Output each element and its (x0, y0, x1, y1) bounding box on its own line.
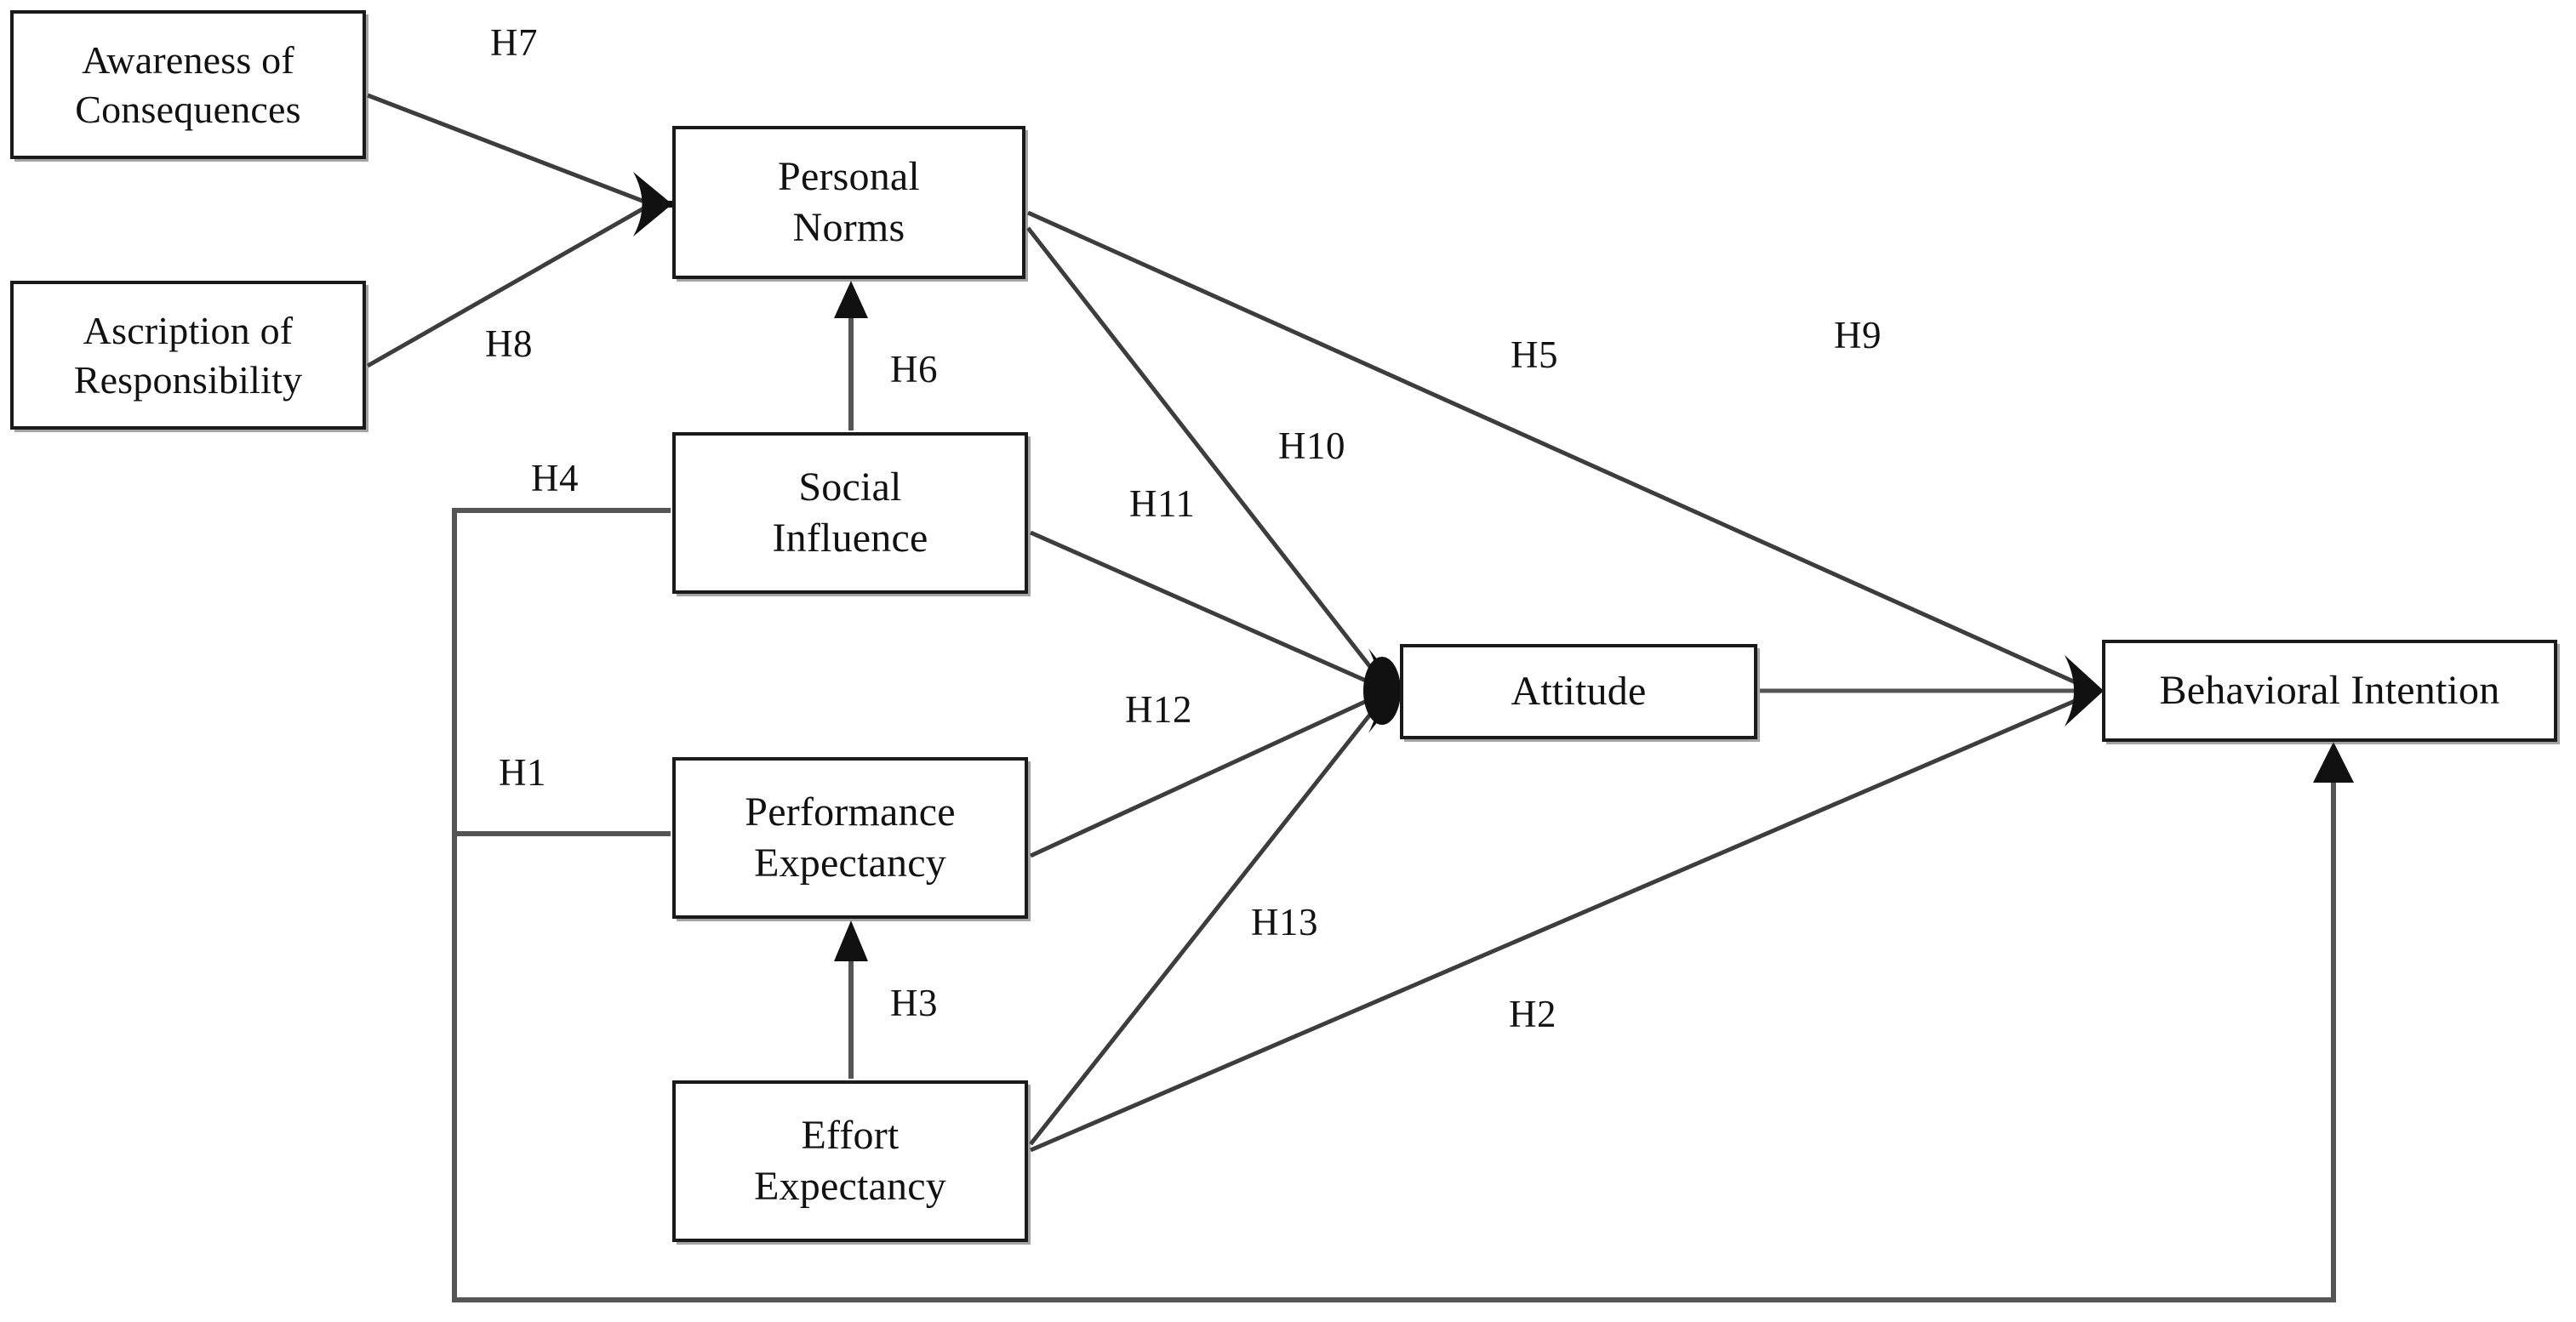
node-label-ascription-of-responsibility: Ascription of Responsibility (67, 306, 310, 403)
node-ascription-of-responsibility[interactable]: Ascription of Responsibility (10, 281, 366, 430)
hypothesis-label-h5: H5 (1511, 333, 1558, 376)
node-label-line2: Expectancy (754, 840, 946, 886)
node-label-line1: Performance (745, 789, 956, 835)
node-label-awareness-of-consequences: Awareness of Consequences (68, 36, 308, 133)
edge-h5 (1026, 210, 2088, 690)
edge-h8 (366, 202, 653, 368)
node-label-line1: Effort (801, 1113, 900, 1159)
hypothesis-label-h12: H12 (1125, 688, 1192, 731)
hypothesis-label-h11: H11 (1129, 482, 1196, 525)
arrowhead-attitude-blob (1363, 657, 1401, 725)
arrowhead-behavioral-intention (2065, 655, 2104, 727)
node-label-line2: Norms (792, 205, 905, 250)
edge-h3-group (834, 920, 868, 1079)
edge-h11 (1029, 530, 1391, 693)
edge-h13 (1029, 689, 1391, 1146)
hypothesis-label-h4: H4 (531, 457, 579, 499)
hypothesis-label-h10: H10 (1278, 425, 1345, 467)
node-social-influence[interactable]: Social Influence (672, 432, 1028, 594)
node-label-line2: Consequences (75, 87, 301, 131)
node-effort-expectancy[interactable]: Effort Expectancy (672, 1080, 1028, 1242)
node-personal-norms[interactable]: Personal Norms (672, 126, 1025, 279)
edge-h7 (367, 93, 652, 207)
node-label-social-influence: Social Influence (765, 462, 934, 563)
edge-h6-group (834, 281, 868, 430)
node-label-attitude: Attitude (1511, 669, 1647, 715)
node-label-personal-norms: Personal Norms (771, 151, 927, 253)
hypothesis-label-h13: H13 (1251, 901, 1318, 943)
arrowhead-group-behavioral-intention (1026, 210, 2104, 1153)
node-label-effort-expectancy: Effort Expectancy (747, 1110, 953, 1211)
hypothesis-label-h3: H3 (890, 982, 938, 1024)
arrowhead-h6 (834, 281, 868, 318)
node-label-line1: Awareness of (82, 38, 294, 83)
node-behavioral-intention[interactable]: Behavioral Intention (2102, 640, 2557, 742)
node-awareness-of-consequences[interactable]: Awareness of Consequences (10, 10, 366, 159)
arrowhead-group-personal-norms (366, 93, 674, 368)
node-label-line1: Personal (778, 154, 920, 200)
node-label-line2: Expectancy (754, 1164, 946, 1209)
hypothesis-label-h6: H6 (890, 348, 938, 390)
hypothesis-label-h9: H9 (1834, 314, 1882, 356)
arrowhead-h3 (834, 920, 868, 961)
hypothesis-label-h8: H8 (485, 322, 533, 365)
hypothesis-label-h7: H7 (490, 21, 538, 64)
arrowhead-group-attitude (1026, 226, 1402, 1146)
arrowhead-feedback-behavioral-intention (2313, 742, 2354, 783)
node-label-line1: Social (798, 464, 902, 510)
edge-h12 (1029, 688, 1391, 858)
hypothesis-label-h1: H1 (499, 751, 546, 794)
node-label-behavioral-intention: Behavioral Intention (2159, 668, 2500, 714)
node-label-performance-expectancy: Performance Expectancy (738, 787, 962, 888)
node-label-line2: Influence (772, 516, 928, 561)
edge-h2 (1030, 693, 2088, 1153)
node-performance-expectancy[interactable]: Performance Expectancy (672, 757, 1028, 919)
node-label-line1: Ascription of (83, 309, 294, 353)
edge-h4-h1-bracket (452, 508, 2354, 1302)
node-attitude[interactable]: Attitude (1400, 644, 1757, 739)
hypothesis-label-h2: H2 (1509, 993, 1556, 1035)
edge-h10 (1026, 226, 1391, 692)
node-label-line2: Responsibility (73, 357, 303, 402)
